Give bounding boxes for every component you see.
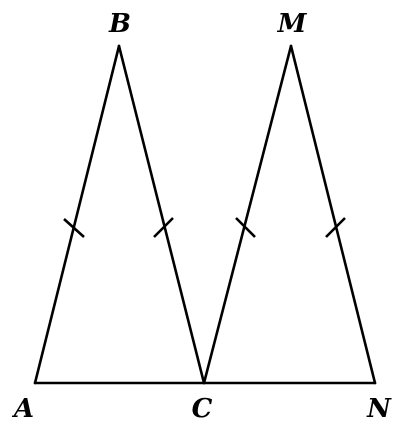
point-label-A: A bbox=[11, 394, 34, 424]
point-label-B: B bbox=[108, 9, 131, 39]
tick-mark-MN bbox=[325, 217, 346, 238]
segment-CM bbox=[202, 44, 293, 385]
point-label-M: M bbox=[277, 9, 308, 39]
point-label-N: N bbox=[366, 394, 392, 424]
tick-mark-AB bbox=[63, 218, 85, 238]
segment-MN bbox=[289, 44, 377, 385]
tick-mark-CM bbox=[235, 217, 256, 238]
segment-BC bbox=[117, 44, 206, 385]
point-label-C: C bbox=[192, 394, 213, 424]
segment-AB bbox=[33, 44, 121, 385]
tick-mark-BC bbox=[153, 217, 174, 238]
